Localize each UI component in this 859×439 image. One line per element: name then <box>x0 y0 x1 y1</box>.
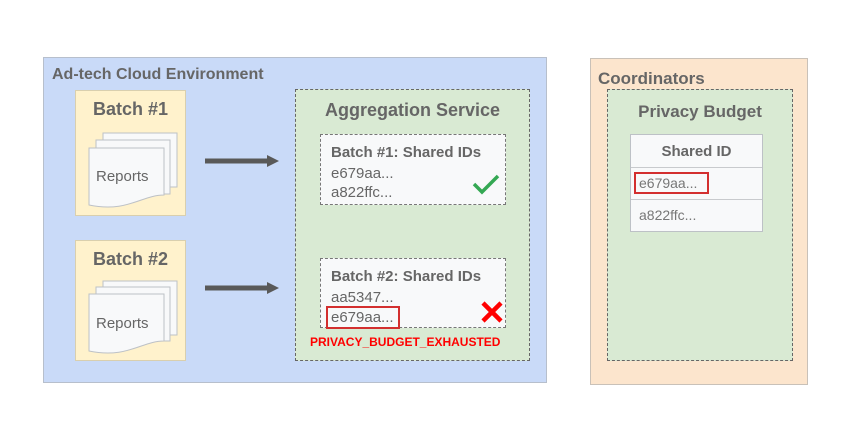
shared-id: a822ffc... <box>331 184 393 201</box>
arrow-right-icon <box>205 282 279 294</box>
reports-stack-icon <box>88 280 178 354</box>
shared-id: aa5347... <box>331 289 394 306</box>
batch-1-shared-ids: Batch #1: Shared IDs e679aa... a822ffc..… <box>320 134 506 205</box>
coordinators-title: Coordinators <box>598 69 705 88</box>
table-header: Shared ID <box>661 143 732 160</box>
x-icon <box>481 301 503 323</box>
batch-2-title: Batch #2 <box>92 249 169 269</box>
group-title: Batch #2: Shared IDs <box>331 268 482 285</box>
batch-1-box: Batch #1 Reports <box>75 90 186 216</box>
shared-id-table: Shared ID e679aa... a822ffc... <box>630 134 763 232</box>
table-row: e679aa... <box>631 167 762 199</box>
reports-label: Reports <box>96 315 149 332</box>
reports-stack-icon <box>88 132 178 208</box>
privacy-budget-title: Privacy Budget <box>638 102 762 121</box>
shared-id-conflict: e679aa... <box>326 306 400 329</box>
batch-1-title: Batch #1 <box>92 99 169 119</box>
shared-id-conflict: e679aa... <box>634 172 709 194</box>
group-title: Batch #1: Shared IDs <box>331 144 482 161</box>
arrow-right-icon <box>205 155 279 167</box>
shared-id: e679aa... <box>331 165 394 182</box>
shared-id: a822ffc... <box>639 207 697 223</box>
check-icon <box>472 174 500 195</box>
error-message: PRIVACY_BUDGET_EXHAUSTED <box>310 335 501 349</box>
batch-2-box: Batch #2 Reports <box>75 240 186 361</box>
table-row: a822ffc... <box>631 199 762 231</box>
aggregation-service-title: Aggregation Service <box>324 100 501 120</box>
reports-label: Reports <box>96 168 149 185</box>
batch-2-shared-ids: Batch #2: Shared IDs aa5347... e679aa... <box>320 258 506 329</box>
environment-title: Ad-tech Cloud Environment <box>52 66 264 83</box>
